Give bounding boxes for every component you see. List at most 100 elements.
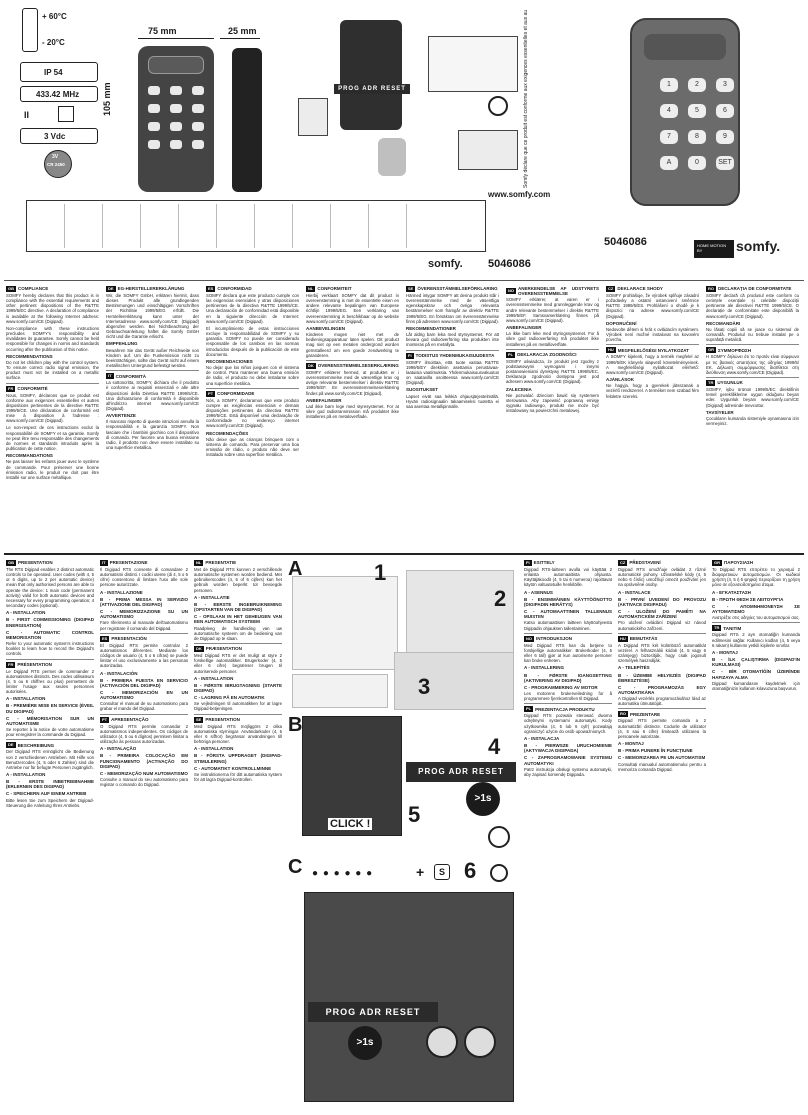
section-heading: A - INSTALLATION (6, 610, 46, 616)
section-title: PRESENTACIÓN (111, 636, 147, 642)
section-title: ÖVERENSSTÄMMELSEFÖRKLARING (417, 286, 498, 292)
section-heading: A - INSTALLATION (6, 772, 46, 777)
section-title: ANERKENDELSE AF UDSTYRETS OVERENSSTEMMEL… (518, 286, 599, 297)
section-text: The RTS Digipad enables 2 distinct autom… (6, 567, 94, 609)
language-code-badge: HU (606, 347, 616, 354)
cover-key: 3 (716, 78, 734, 92)
section-heading: AVVERTENZE (106, 413, 136, 419)
language-code-badge: NO (524, 635, 534, 642)
operation-scene: PROG ADR RESET (288, 20, 523, 196)
section-heading: B - ΠΡΩΤΗ ΘΕΣΗ ΣΕ ΛΕΙΤΟΥΡΓΙΑ (712, 596, 784, 602)
section-heading: A - INSTALACIÓN (100, 670, 138, 676)
dim-line-width (138, 38, 214, 39)
section-heading: B - PREMIÈRE MISE EN SERVICE (ÉVEIL DU D… (6, 703, 94, 714)
section-rule (306, 359, 399, 361)
section-heading: B - FIRST COMMISSIONING (DIGIPAD ENERGIS… (6, 617, 94, 628)
top-divider (4, 280, 804, 281)
section-title: APRESENTAÇÃO (111, 717, 149, 723)
language-code-badge: FI (524, 560, 532, 566)
section-heading: A - INSTALLATIE (194, 594, 230, 600)
section-text: Digipad RTS-laitteen avulla voi käyttää … (524, 567, 612, 588)
step-b-letter: B (288, 714, 303, 736)
step-c-buttons: PROG ADR RESET (308, 1002, 438, 1022)
product-cover-image (630, 18, 740, 206)
section-heading: C - MEMORIZAÇÃO NUM AUTOMATISMO (100, 770, 188, 776)
section-heading: C - BİR OTOMATİĞİN ÜZERİNDE HAFIZAYA ALM… (712, 669, 800, 680)
step-a-open-drawing (292, 576, 398, 670)
keypad-mini-drawing (378, 138, 406, 176)
section-text: Kinderen mogen niet met de bedieningsapp… (306, 332, 399, 358)
section-rule (606, 344, 699, 346)
section-text: Digipad RTS 2 ayrı otomatiğin kumanda ed… (712, 632, 800, 648)
section-text: No dejar que los niños jueguen con el si… (206, 365, 299, 386)
section-heading: RECOMANDĂRI (706, 320, 741, 326)
screwdriver-small-icon (411, 204, 445, 248)
section-heading: AJÁNLÁSOK (606, 377, 635, 383)
language-code-badge: NL (306, 286, 316, 292)
cover-key: A (660, 156, 678, 170)
section-text: Med Digipad RTS möjliggörs 2 olika autom… (194, 723, 282, 745)
section-rule (524, 632, 612, 634)
section-text: Bitte lesen Sie zum Speichern der Digipa… (6, 797, 94, 808)
cover-key: 5 (688, 104, 706, 118)
section-text: Digipad RTS pozwala sterować dwoma odręb… (524, 713, 612, 734)
section-text: Se vejledningen til automatikken for at … (194, 701, 282, 712)
section-title: DEKLARACE SHODY (617, 286, 663, 292)
section-heading: A - MONTAJ (618, 741, 644, 747)
sliding-gate-drawing (458, 130, 518, 170)
section-heading: B - FØRSTE IGANGSETTING (AKTIVERING AV D… (524, 672, 612, 683)
step-a-number-1: 1 (374, 560, 387, 585)
step-a-mount-drawing (394, 652, 514, 710)
section-heading: B - PRIMA PUNERE ÎN FUNCȚIUNE (618, 748, 693, 754)
battery-type: CR 2450 (47, 162, 65, 167)
language-code-badge: PT (206, 390, 216, 397)
language-code-badge: CZ (606, 286, 616, 292)
section-text: El Digipad RTS permite controlar 2 autom… (100, 642, 188, 669)
section-rule (100, 713, 188, 715)
section-text: Med Digipad RTS er det muligt at styre 2… (194, 653, 282, 674)
language-code-badge: DK (194, 646, 204, 653)
brand-logo-left: somfy. (428, 258, 463, 270)
language-code-badge: DK (306, 362, 316, 369)
box-icon (145, 204, 179, 248)
section-title: BESCHREIBUNG (17, 742, 55, 748)
section-title: TANITIM (723, 625, 742, 631)
section-heading: B - PRIMEIRA COLOCAÇÃO EM FUNCIONAMENTO … (100, 753, 188, 769)
battery-icon (44, 150, 72, 178)
section-heading: B - FÖRSTA UPPDRAGET (DIGIPAD-STIMULERIN… (194, 753, 282, 764)
step-c-number-6: 6 (464, 858, 477, 883)
step-c-letter: C (288, 856, 303, 878)
section-title: PRESENTATION (205, 717, 240, 723)
section-heading: A - ΕΓΚΑΤΑΣΤΑΣΗ (712, 589, 751, 595)
section-rule (6, 658, 94, 660)
step-c-hold-bubble: >1s (348, 1026, 382, 1060)
section-heading: SUOSITUKSET (406, 387, 439, 393)
section-heading: C - MEMORIZAREA PE UN AUTOMATISM (618, 755, 706, 761)
dowel-icon (259, 204, 293, 248)
section-text: Non-compliance with these instructions p… (6, 325, 99, 352)
drill-icon (183, 204, 217, 248)
product-ref-left: 5046086 (488, 258, 531, 270)
step-a-keypad-drawing (406, 570, 514, 658)
language-code-badge: SE (406, 286, 416, 292)
section-text: Ne pas laisser les enfants jouer avec le… (6, 459, 99, 480)
language-code-badge: RO (706, 286, 716, 292)
section-title: OVERENSSTEMMELSESERKLÆRING (317, 363, 399, 369)
section-text: A Digipad vezérlés programozásához lásd … (618, 696, 706, 707)
section-heading: A - ASENNUS (524, 589, 553, 595)
